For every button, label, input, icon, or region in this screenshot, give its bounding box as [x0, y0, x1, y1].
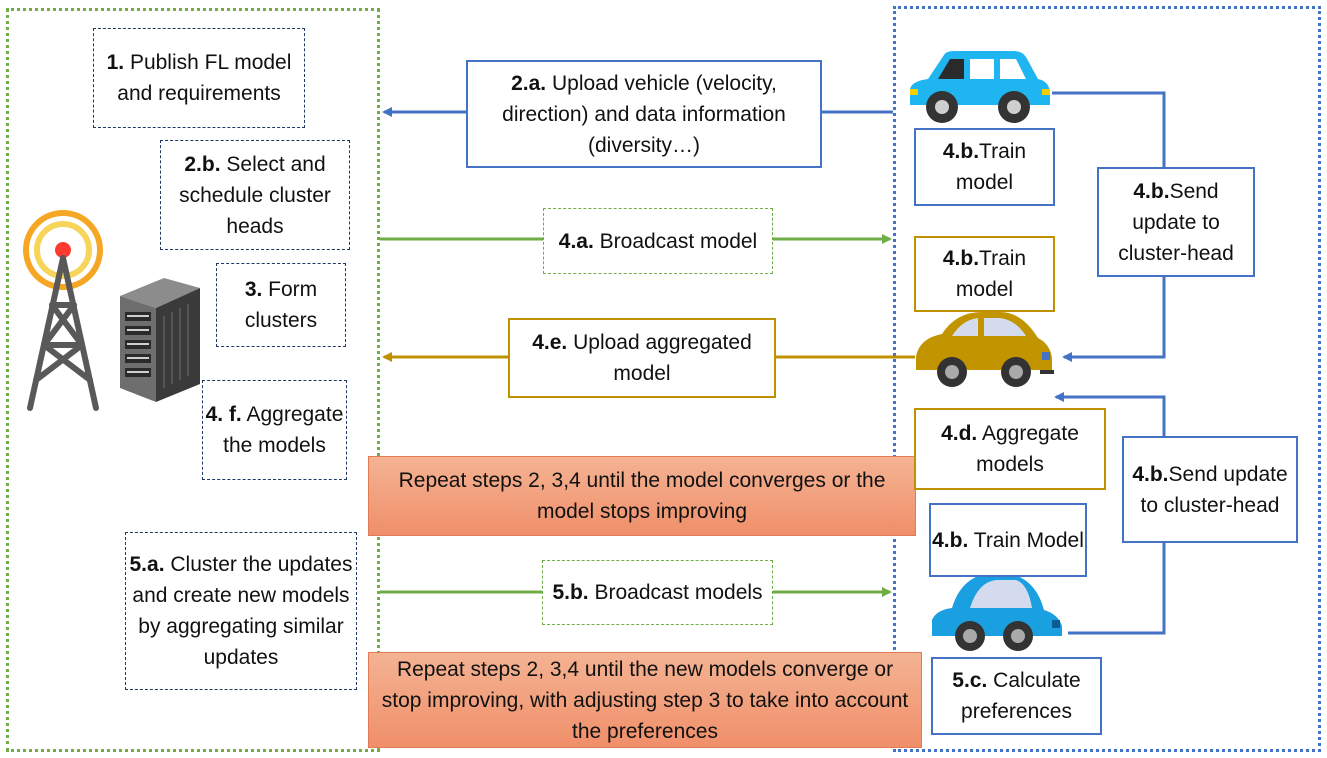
train-2-text: Train model	[955, 247, 1027, 301]
step-1-text: Publish FL model and requirements	[117, 51, 292, 105]
step-2b-number: 2.b.	[184, 152, 221, 176]
step-3-text: Form clusters	[244, 278, 318, 332]
aggregate-models-box: 4.d. Aggregate models	[914, 408, 1106, 490]
send-1-text: Send update to cluster-head	[1118, 179, 1234, 265]
repeat-banner-2: Repeat steps 2, 3,4 until the new models…	[368, 652, 922, 748]
step-5b-box: 5.b. Broadcast models	[542, 560, 773, 625]
step-1-number: 1.	[106, 51, 125, 74]
step-2a-box: 2.a. Upload vehicle (velocity, direction…	[466, 60, 822, 168]
vehicle-region	[893, 6, 1321, 752]
step-4f-box: 4. f. Aggregate the models	[202, 380, 347, 480]
step-4f-text: Aggregate the models	[223, 403, 344, 457]
aggregate-number: 4.d.	[941, 422, 978, 445]
step-2b-text: Select and schedule cluster heads	[179, 152, 331, 238]
step-4a-text: Broadcast model	[599, 229, 758, 253]
server-rack-icon	[120, 278, 200, 402]
gold-car-icon	[916, 312, 1054, 387]
send-update-box-1: 4.b.Send update to cluster-head	[1097, 167, 1255, 277]
send-2-text: Send update to cluster-head	[1140, 462, 1288, 517]
step-3-number: 3.	[244, 278, 263, 301]
train-model-box-3: 4.b. Train Model	[929, 503, 1087, 577]
calc-text: Calculate preferences	[961, 669, 1081, 723]
step-5a-box: 5.a. Cluster the updates and create new …	[125, 532, 357, 690]
step-4e-box: 4.e. Upload aggregated model	[508, 318, 776, 398]
step-2a-number: 2.a.	[511, 71, 547, 95]
step-5a-number: 5.a.	[129, 553, 165, 576]
train-1-number: 4.b.	[942, 140, 980, 163]
step-4a-box: 4.a. Broadcast model	[543, 208, 773, 274]
step-5a-text: Cluster the updates and create new model…	[132, 553, 353, 669]
step-5b-text: Broadcast models	[594, 581, 763, 604]
send-1-number: 4.b.	[1133, 179, 1170, 203]
step-5b-number: 5.b.	[552, 581, 589, 604]
step-4e-text: Upload aggregated model	[573, 331, 752, 385]
step-1-box: 1. Publish FL model and requirements	[93, 28, 305, 128]
repeat-banner-2-text: Repeat steps 2, 3,4 until the new models…	[381, 657, 909, 743]
aggregate-text: Aggregate models	[976, 422, 1079, 476]
train-1-text: Train model	[955, 140, 1027, 194]
repeat-banner-1: Repeat steps 2, 3,4 until the model conv…	[368, 456, 916, 536]
send-2-number: 4.b.	[1132, 462, 1169, 486]
blue-car-icon	[910, 51, 1050, 123]
edge-server-region	[6, 8, 380, 752]
step-3-box: 3. Form clusters	[216, 263, 346, 347]
step-4e-number: 4.e.	[532, 331, 568, 354]
train-3-number: 4.b.	[932, 528, 969, 552]
step-4f-number: 4. f.	[205, 403, 242, 426]
train-2-number: 4.b.	[942, 247, 980, 270]
train-model-box-1: 4.b.Train model	[914, 128, 1055, 206]
step-2a-text: Upload vehicle (velocity, direction) and…	[502, 71, 786, 157]
repeat-banner-1-text: Repeat steps 2, 3,4 until the model conv…	[398, 469, 886, 523]
small-blue-car-icon	[932, 572, 1062, 651]
step-2b-box: 2.b. Select and schedule cluster heads	[160, 140, 350, 250]
send-update-box-2: 4.b.Send update to cluster-head	[1122, 436, 1298, 543]
calculate-preferences-box: 5.c. Calculate preferences	[931, 657, 1102, 735]
cell-tower-icon	[23, 210, 103, 411]
train-3-text: Train Model	[973, 528, 1084, 552]
step-4a-number: 4.a.	[558, 229, 594, 253]
train-model-box-2: 4.b.Train model	[914, 236, 1055, 312]
calc-number: 5.c.	[952, 669, 988, 692]
